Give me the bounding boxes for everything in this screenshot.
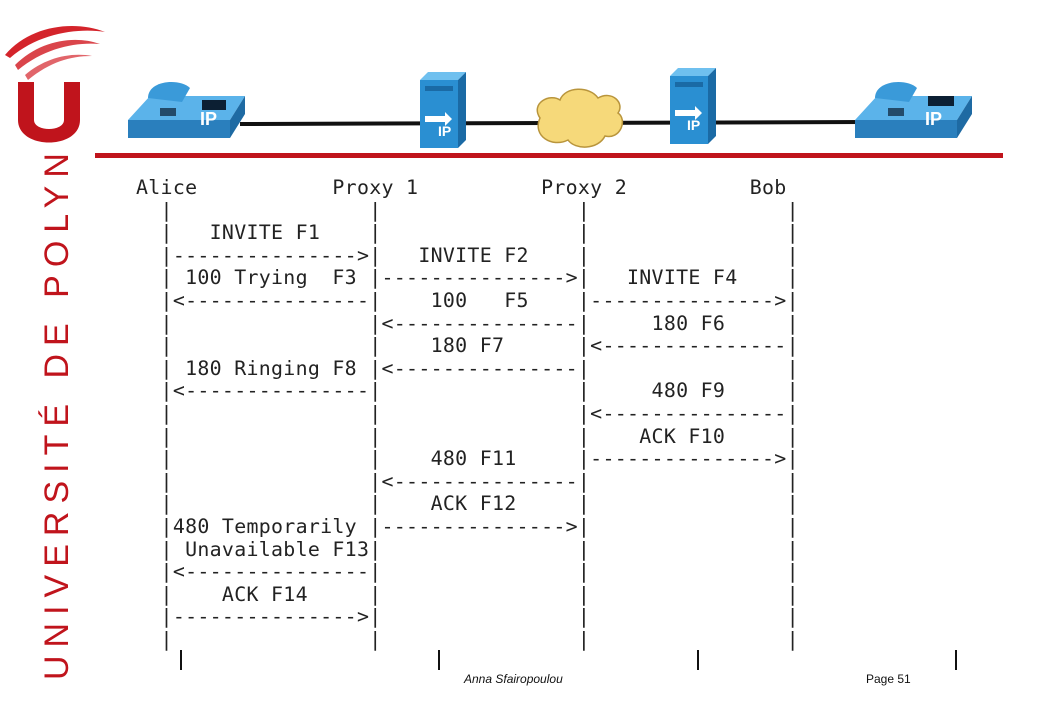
- footer-page-number: Page 51: [866, 672, 911, 686]
- university-logo: P F: [5, 25, 105, 143]
- flow-line: | INVITE F1 | | |: [136, 221, 799, 245]
- footer-author: Anna Sfairopoulou: [464, 672, 563, 686]
- flow-line: | Unavailable F13| | |: [136, 537, 799, 561]
- svg-text:IP: IP: [925, 109, 942, 129]
- flow-line: |--------------->| INVITE F2 | |: [136, 243, 799, 267]
- flow-line: Alice Proxy 1 Proxy 2 Bob: [136, 176, 787, 199]
- footer-tick: [180, 650, 182, 670]
- flow-line: | | |<---------------|: [136, 402, 799, 425]
- internet-cloud-icon: [536, 88, 624, 148]
- logo-swoosh-icon: [5, 25, 105, 58]
- flow-line: | 100 Trying F3 |--------------->| INVIT…: [136, 266, 799, 290]
- flow-line: | | | |: [136, 628, 799, 651]
- flow-line: | | 180 F7 |<---------------|: [136, 334, 799, 358]
- flow-line: |<---------------| | 480 F9 |: [136, 379, 799, 403]
- footer-tick: [438, 650, 440, 670]
- ip-phone-left-icon: IP: [128, 82, 245, 138]
- vertical-name-text: UNIVERSITÉ DE POLYNESIE FRANÇAISE: [38, 150, 76, 680]
- sip-call-flow: Alice Proxy 1 Proxy 2 Bob | | | | | INVI…: [0, 175, 1040, 675]
- flow-line: | 180 Ringing F8 |<---------------| |: [136, 356, 799, 380]
- network-illustration: IP IP IP IP: [128, 68, 972, 148]
- flow-line: |--------------->| | |: [136, 605, 799, 629]
- svg-text:IP: IP: [687, 117, 700, 133]
- flow-line: | ACK F14 | | |: [136, 582, 799, 606]
- flow-line: | |<---------------| |: [136, 469, 799, 493]
- logo-letter-p: P: [41, 90, 50, 106]
- logo-u-mark: [18, 82, 80, 143]
- header-divider: [95, 153, 1003, 158]
- ip-phone-right-icon: IP: [855, 82, 972, 138]
- proxy1-server-icon: IP: [420, 72, 466, 148]
- svg-text:IP: IP: [200, 109, 217, 129]
- flow-line: | | ACK F12 | |: [136, 492, 799, 516]
- flow-line: |<---------------| 100 F5 |-------------…: [136, 289, 799, 312]
- logo-letter-f: F: [42, 110, 51, 126]
- flow-line: |<---------------| | |: [136, 560, 799, 584]
- vertical-university-name: UNIVERSITÉ DE POLYNESIE FRANÇAISE: [38, 150, 76, 680]
- flow-line: | | 480 F11 |--------------->|: [136, 447, 799, 471]
- footer-tick: [955, 650, 957, 670]
- footer-tick: [697, 650, 699, 670]
- flow-line: | | | ACK F10 |: [136, 424, 799, 448]
- flow-line: |480 Temporarily |--------------->| |: [136, 515, 799, 538]
- flow-line: | |<---------------| 180 F6 |: [136, 311, 799, 335]
- proxy2-server-icon: IP: [670, 68, 716, 144]
- flow-line: | | | |: [136, 198, 799, 222]
- svg-text:IP: IP: [438, 123, 451, 139]
